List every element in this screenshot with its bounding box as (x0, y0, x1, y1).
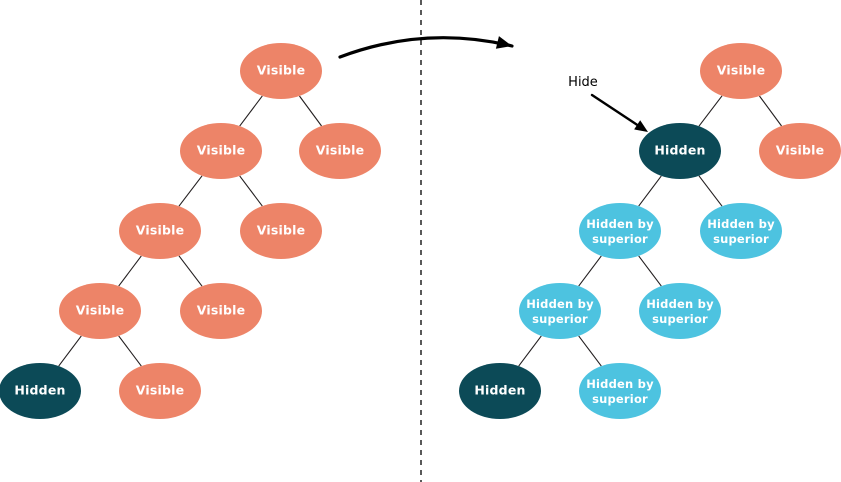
tree-edge (58, 335, 82, 367)
node-label: Visible (197, 303, 246, 318)
node-ellipse[interactable] (700, 203, 782, 259)
tree-node-visible[interactable]: Visible (119, 203, 201, 259)
tree-node-visible[interactable]: Visible (240, 203, 322, 259)
node-ellipse[interactable] (180, 123, 262, 179)
tree-node-visible[interactable]: Visible (180, 283, 262, 339)
tree-node-visible[interactable]: Visible (700, 43, 782, 99)
node-label: Visible (136, 223, 185, 238)
node-label: Visible (717, 63, 766, 78)
node-ellipse[interactable] (180, 283, 262, 339)
tree-node-visible[interactable]: Visible (240, 43, 322, 99)
node-ellipse[interactable] (0, 363, 81, 419)
tree-node-visible[interactable]: Visible (119, 363, 201, 419)
tree-node-visible[interactable]: Visible (180, 123, 262, 179)
tree-node-hidden[interactable]: Hidden (639, 123, 721, 179)
node-label: Visible (776, 143, 825, 158)
tree-edge (638, 255, 662, 287)
node-label: Visible (257, 223, 306, 238)
node-ellipse[interactable] (579, 363, 661, 419)
tree-edge (518, 335, 542, 367)
right-tree-edges (518, 95, 782, 367)
tree-edge (299, 95, 322, 127)
hide-annotation-arrow-line (590, 93, 639, 127)
tree-edge (118, 255, 142, 287)
node-ellipse[interactable] (579, 203, 661, 259)
tree-node-visible[interactable]: Visible (759, 123, 841, 179)
node-ellipse[interactable] (759, 123, 841, 179)
tree-edge (118, 335, 142, 367)
node-label: Visible (257, 63, 306, 78)
tree-node-visible[interactable]: Visible (299, 123, 381, 179)
tree-edge (178, 255, 203, 287)
tree-edge (698, 95, 723, 127)
tree-node-hidden[interactable]: Hidden (459, 363, 541, 419)
tree-edge (578, 255, 602, 287)
hide-annotation-label: Hide (568, 75, 598, 90)
node-label: Visible (197, 143, 246, 158)
node-ellipse[interactable] (639, 283, 721, 339)
node-ellipse[interactable] (119, 363, 201, 419)
hide-annotation: Hide (568, 75, 648, 132)
node-label: Visible (76, 303, 125, 318)
node-ellipse[interactable] (119, 203, 201, 259)
node-ellipse[interactable] (639, 123, 721, 179)
left-tree-edges (58, 95, 322, 367)
node-ellipse[interactable] (700, 43, 782, 99)
node-label: Hidden (14, 383, 65, 398)
node-ellipse[interactable] (240, 43, 322, 99)
node-label: Visible (136, 383, 185, 398)
tree-edge (759, 95, 782, 127)
tree-node-hidden[interactable]: Hidden (0, 363, 81, 419)
node-ellipse[interactable] (459, 363, 541, 419)
node-ellipse[interactable] (299, 123, 381, 179)
flow-arrow-head-icon (495, 36, 512, 49)
node-label: Hidden (474, 383, 525, 398)
hide-annotation-arrow-head-icon (634, 120, 648, 132)
node-ellipse[interactable] (240, 203, 322, 259)
node-ellipse[interactable] (59, 283, 141, 339)
node-label: Visible (316, 143, 365, 158)
tree-edge (239, 175, 263, 207)
node-label: Hidden (654, 143, 705, 158)
tree-edge (698, 175, 723, 207)
tree-edge (178, 175, 203, 207)
tree-edge (638, 175, 662, 207)
tree-node-visible[interactable]: Visible (59, 283, 141, 339)
transition-flow-arrow (338, 36, 514, 59)
tree-edge (239, 95, 263, 127)
tree-edge (578, 335, 602, 367)
node-ellipse[interactable] (519, 283, 601, 339)
